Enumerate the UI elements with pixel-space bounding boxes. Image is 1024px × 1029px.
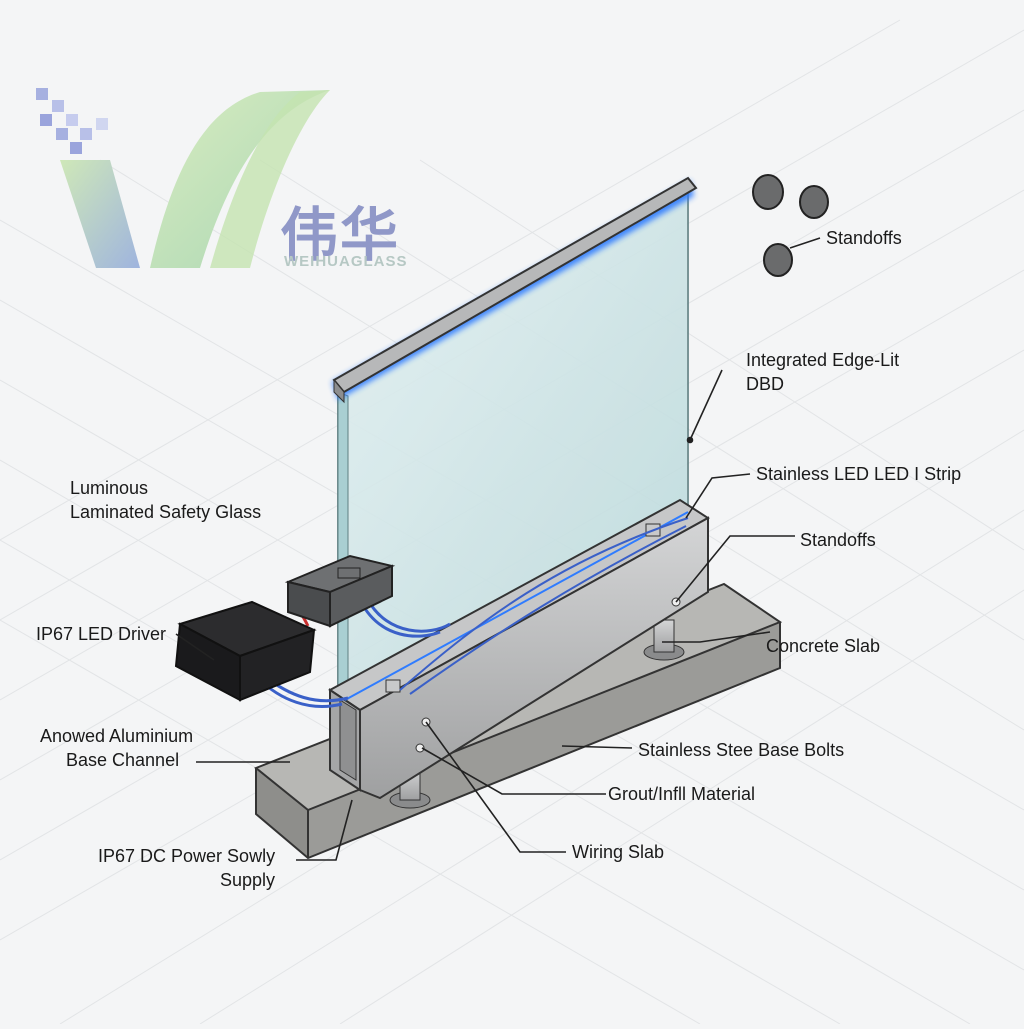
label-standoffs-mid: Standoffs [800,530,876,550]
label-integrated-line1: Integrated Edge-Lit [746,350,900,370]
logo-mark [36,88,330,268]
leader-lines [175,237,821,861]
label-luminous-line2: Laminated Safety Glass [70,502,262,522]
label-base-bolts: Stainless Stee Base Bolts [638,740,845,760]
label-concrete-slab: Concrete Slab [766,636,881,656]
label-channel-line1: Anowed Aluminium [40,726,194,746]
label-power-line2: Supply [220,870,276,890]
brand-name-chinese: 伟华 [280,201,401,269]
label-led-driver: IP67 LED Driver [36,624,167,644]
label-integrated-line2: DBD [746,374,785,394]
label-channel-line2: Base Channel [66,750,180,770]
label-power-line1: IP67 DC Power Sowly [98,846,276,866]
label-wiring-slab: Wiring Slab [572,842,665,862]
top-rail [332,176,698,404]
base-channel [328,498,710,800]
brand-name-english: WEIHUAGLASS [284,253,408,270]
label-luminous-line1: Luminous [70,478,149,498]
led-driver-box [174,600,317,702]
label-led-strip: Stainless LED LED I Strip [756,464,962,484]
standoff-discs [752,174,829,277]
label-grout: Grout/Infll Material [608,784,756,804]
wiring [256,517,689,708]
power-supply-box [284,554,396,628]
label-standoffs-top: Standoffs [826,228,902,248]
